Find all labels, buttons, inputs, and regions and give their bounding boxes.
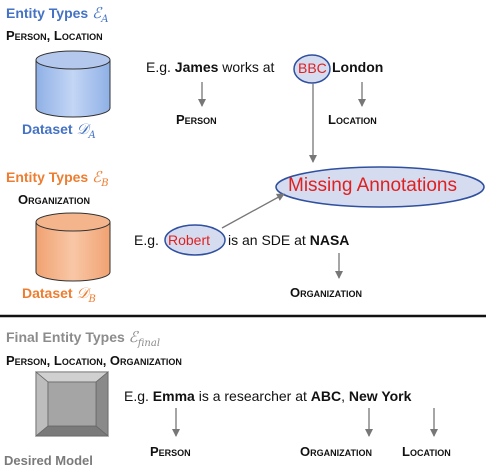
section-b-subscript: B bbox=[101, 178, 109, 189]
example-b-robert: Robert bbox=[168, 232, 211, 248]
label-final-person: Person bbox=[150, 444, 191, 459]
dataset-a-label-text: Dataset bbox=[22, 121, 73, 137]
example-final-abc: ABC bbox=[310, 388, 342, 404]
section-final-symbol: ℰfinal bbox=[128, 328, 161, 349]
label-b-organization: Organization bbox=[290, 285, 362, 300]
section-b-types: Organization bbox=[18, 192, 90, 207]
example-a-james: James bbox=[174, 59, 219, 75]
example-final-sentence: E.g. Emma is a researcher at ABC, New Yo… bbox=[124, 388, 411, 404]
example-a-bbc: BBC bbox=[298, 60, 327, 76]
section-a-title: Entity Types ℰA bbox=[6, 4, 108, 25]
section-final-subscript: final bbox=[137, 338, 161, 349]
section-a-types: Person, Location bbox=[6, 28, 103, 43]
section-a-symbol: ℰA bbox=[92, 4, 109, 25]
final-types-organization: , Organization bbox=[102, 353, 182, 368]
dataset-b-symbol: 𝒟B bbox=[76, 284, 96, 305]
dataset-b-symbol-glyph: 𝒟 bbox=[76, 284, 89, 302]
section-b-symbol-glyph: ℰ bbox=[92, 168, 102, 186]
label-a-location: Location bbox=[328, 112, 377, 127]
dataset-b-subscript: B bbox=[88, 294, 96, 305]
robert-highlight-oval bbox=[164, 224, 226, 256]
dataset-a-symbol: 𝒟A bbox=[76, 120, 96, 141]
example-final-prefix: E.g. bbox=[124, 388, 149, 404]
dataset-a-label: Dataset 𝒟A bbox=[22, 120, 96, 141]
section-final-title-text: Final Entity Types bbox=[6, 329, 125, 345]
label-final-location: Location bbox=[402, 444, 451, 459]
dataset-b-cylinder bbox=[35, 212, 111, 282]
section-final-title: Final Entity Types ℰfinal bbox=[6, 328, 160, 349]
example-final-emma: Emma bbox=[152, 388, 195, 404]
example-a-prefix: E.g. bbox=[146, 59, 171, 75]
dataset-a-subscript: A bbox=[88, 130, 96, 141]
section-b-symbol: ℰB bbox=[92, 168, 109, 189]
example-b-sentence: is an SDE at NASA bbox=[228, 232, 349, 248]
dataset-b-label-text: Dataset bbox=[22, 285, 73, 301]
section-a-title-text: Entity Types bbox=[6, 5, 89, 21]
dataset-b-label: Dataset 𝒟B bbox=[22, 284, 96, 305]
section-a-symbol-glyph: ℰ bbox=[92, 4, 102, 22]
label-final-organization: Organization bbox=[300, 444, 372, 459]
example-final-mid: is a researcher at bbox=[198, 388, 307, 404]
label-a-person: Person bbox=[176, 112, 217, 127]
example-a-mid: works at bbox=[222, 59, 275, 75]
example-b-mid: is an SDE at bbox=[228, 232, 306, 248]
desired-model-box bbox=[34, 371, 110, 437]
section-final-symbol-glyph: ℰ bbox=[128, 328, 138, 346]
section-final-types: Person, Location, Organization bbox=[6, 353, 182, 368]
section-b-title-text: Entity Types bbox=[6, 169, 89, 185]
example-b-nasa: NASA bbox=[309, 232, 350, 248]
dataset-a-cylinder bbox=[35, 50, 111, 118]
final-types-location: Location bbox=[53, 353, 103, 368]
final-types-person: Person, bbox=[6, 353, 51, 368]
missing-annotations-label: Missing Annotations bbox=[288, 175, 457, 196]
example-a-sentence: E.g. James works at bbox=[146, 59, 274, 75]
arrow-robert-missing bbox=[221, 193, 285, 229]
desired-model-label: Desired Model bbox=[4, 453, 93, 468]
dataset-a-symbol-glyph: 𝒟 bbox=[76, 120, 89, 138]
example-b-prefix: E.g. bbox=[134, 232, 159, 248]
example-final-newyork: New York bbox=[348, 388, 412, 404]
section-b-title: Entity Types ℰB bbox=[6, 168, 109, 189]
missing-annotations-oval bbox=[275, 166, 485, 208]
example-final-sep: , bbox=[341, 388, 346, 404]
section-a-subscript: A bbox=[101, 14, 109, 25]
bbc-highlight-oval bbox=[293, 54, 331, 84]
example-a-london: London bbox=[332, 59, 384, 75]
